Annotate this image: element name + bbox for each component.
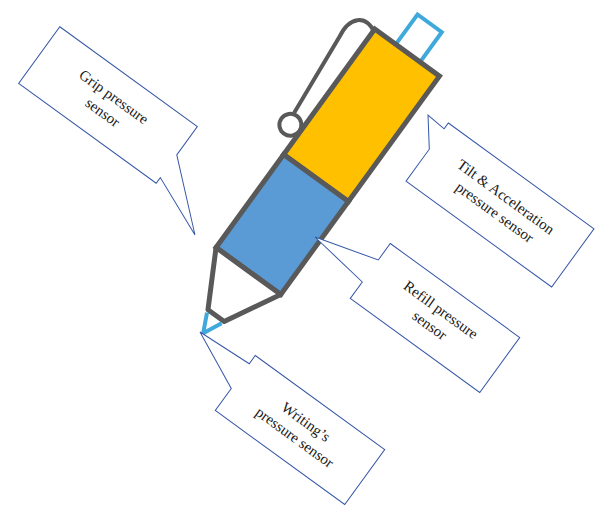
callout-outline-path: [298, 205, 520, 392]
callout-box: Refill pressure sensor: [350, 243, 519, 392]
callout-box: Writing’s pressure sensor: [215, 355, 384, 504]
callout-box: Grip pressure sensor: [19, 27, 198, 184]
pen-cone: [184, 248, 281, 340]
callout-outline-path: [168, 321, 385, 504]
pen-clip-ring: [275, 109, 306, 140]
callout-outline-path: [7, 27, 247, 235]
callout-box: Tilt & Acceleration pressure sensor: [406, 123, 594, 287]
callout-outline-path: [389, 111, 594, 287]
pen-tip: [196, 313, 222, 339]
